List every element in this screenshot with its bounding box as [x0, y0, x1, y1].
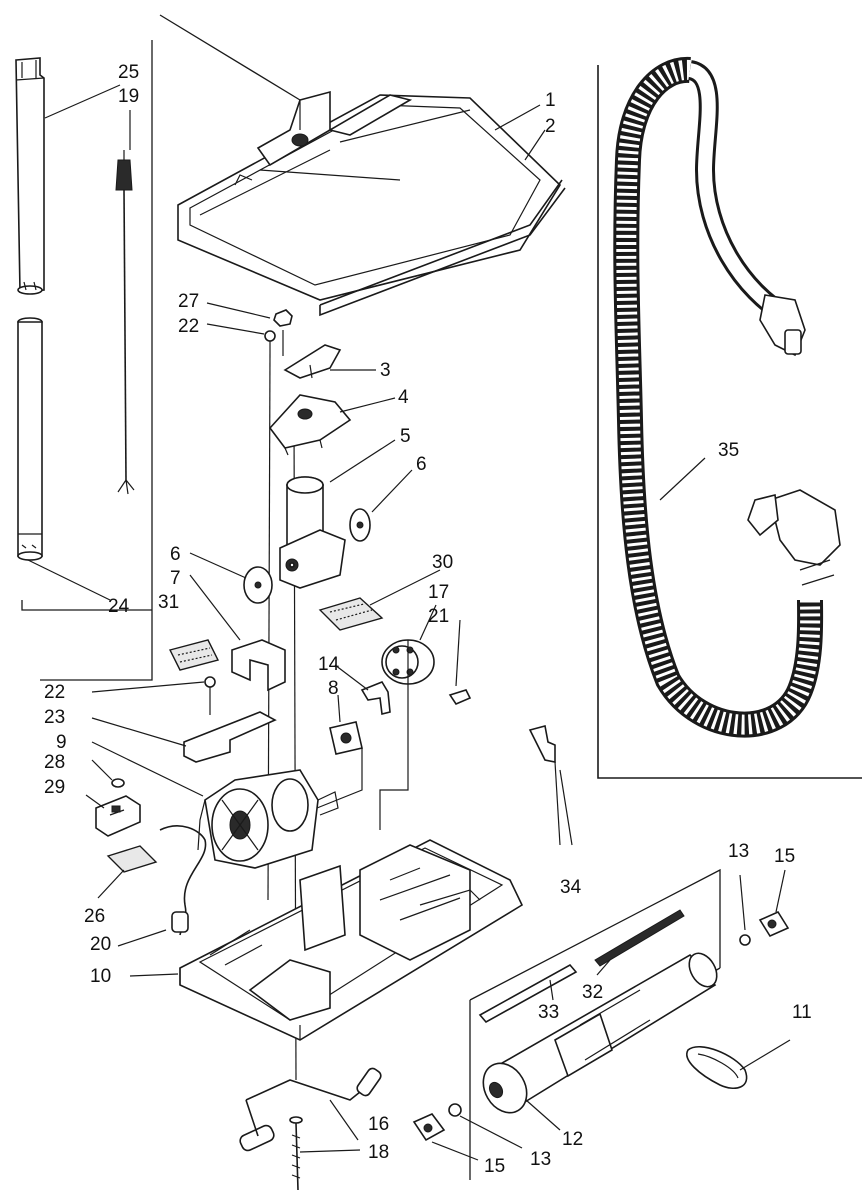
label-17: 17	[428, 582, 449, 603]
label-21: 21	[428, 606, 449, 627]
plate-8	[311, 721, 363, 811]
fan-housing-5	[279, 476, 346, 589]
label-27: 27	[178, 291, 199, 312]
label-8: 8	[328, 678, 339, 699]
bracket-23	[183, 711, 277, 763]
label-2: 2	[545, 116, 556, 137]
pad-26	[106, 845, 158, 873]
label-35: 35	[718, 440, 739, 461]
label-5: 5	[400, 426, 411, 447]
label-18: 18	[368, 1142, 389, 1163]
hose-frame	[597, 65, 862, 779]
handle-upper-tube	[15, 57, 45, 295]
label-19: 19	[118, 86, 139, 107]
cover-rim	[319, 179, 566, 317]
label-24: 24	[108, 596, 130, 617]
nut-27	[273, 309, 293, 327]
endcap-15-right	[758, 910, 790, 938]
hose-35	[613, 56, 841, 738]
label-15-bottom: 15	[484, 1156, 505, 1177]
cord-20	[159, 825, 207, 936]
label-7: 7	[170, 568, 181, 589]
pulley-17	[379, 639, 435, 830]
pin-21	[448, 689, 472, 705]
brush-strip-32	[594, 909, 685, 967]
label-32: 32	[582, 982, 603, 1003]
label-4: 4	[398, 387, 409, 408]
clip-34	[528, 725, 561, 846]
label-25: 25	[118, 62, 139, 83]
label-14: 14	[318, 654, 340, 675]
label-20: 20	[90, 934, 111, 955]
filter-31	[168, 639, 220, 671]
label-22-top: 22	[178, 316, 199, 337]
left-frame-lines	[21, 14, 301, 681]
label-28: 28	[44, 752, 65, 773]
label-11: 11	[792, 1002, 812, 1023]
bracket-4	[268, 394, 352, 456]
power-cord	[115, 150, 135, 495]
label-13-bottom: 13	[530, 1149, 551, 1170]
leader-lines	[27, 84, 791, 1161]
label-13-right: 13	[728, 841, 749, 862]
label-6-left: 6	[170, 544, 181, 565]
endcap-15-bottom	[412, 1113, 446, 1142]
label-30: 30	[432, 552, 453, 573]
filter-30	[318, 597, 384, 631]
screw-28	[111, 778, 125, 788]
label-12: 12	[562, 1129, 583, 1150]
clip-14	[360, 681, 391, 715]
crank-16	[239, 1067, 382, 1152]
washer-6-left	[243, 566, 273, 604]
label-15-right: 15	[774, 846, 795, 867]
base-housing-10	[179, 839, 524, 1041]
label-34: 34	[560, 877, 582, 898]
label-29: 29	[44, 777, 65, 798]
screw-22-top	[264, 330, 276, 352]
handle-lower-tube	[17, 317, 43, 561]
screw-22-lower	[204, 676, 216, 715]
washer-6-right	[349, 508, 371, 542]
switch-29	[95, 795, 141, 837]
label-22-lower: 22	[44, 682, 65, 703]
screw-18	[289, 1116, 303, 1191]
label-26: 26	[84, 906, 105, 927]
bracket-7	[231, 639, 286, 692]
label-3: 3	[380, 360, 391, 381]
label-1: 1	[545, 90, 556, 111]
clip-3	[283, 344, 342, 379]
washer-13-bottom	[448, 1103, 462, 1117]
brushroll-12	[482, 952, 718, 1114]
belt-11	[686, 1045, 748, 1089]
label-23: 23	[44, 707, 65, 728]
motor-9	[197, 769, 339, 869]
washer-13-right	[739, 934, 751, 946]
label-9: 9	[56, 732, 67, 753]
label-31: 31	[158, 592, 179, 613]
label-10: 10	[90, 966, 111, 987]
top-cover	[177, 90, 562, 301]
label-33: 33	[538, 1002, 559, 1023]
brush-strip-33	[478, 963, 578, 1024]
part-labels: 1 2 25 19 27 22 3 4 5 6 6 7 31 30 17 21 …	[44, 62, 812, 1177]
label-16: 16	[368, 1114, 389, 1135]
label-6-right: 6	[416, 454, 427, 475]
